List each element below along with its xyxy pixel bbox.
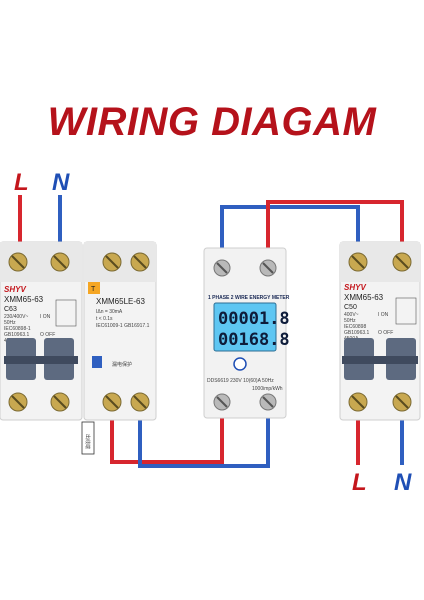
energy-meter: 1 PHASE 2 WIRE ENERGY METER 00001.8 0016… xyxy=(203,247,290,419)
left-breaker-off: O OFF xyxy=(40,332,55,338)
left-breaker-on: I ON xyxy=(40,314,51,320)
right-breaker-spec: IEC60898 xyxy=(344,324,366,330)
meter-specs: DDS6619 230V 10(60)A 50Hz xyxy=(207,378,274,384)
left-breaker-spec: GB10963.1 xyxy=(4,332,30,338)
meter-header: 1 PHASE 2 WIRE ENERGY METER xyxy=(208,295,290,301)
left-breaker: SHYV XMM65-63 C63 230/400V~ 50Hz IEC6089… xyxy=(0,241,83,421)
rcd-to-meter-line-wire xyxy=(110,400,224,464)
meter-lcd xyxy=(213,302,277,352)
diagram-title: WIRING DIAGAM xyxy=(47,100,377,144)
right-breaker-brand: SHYV xyxy=(344,283,366,292)
rcd-note: 漏电保护 xyxy=(112,361,132,368)
left-breaker-spec: 230/400V~ xyxy=(4,314,28,320)
rcd-spec: t < 0.1s xyxy=(96,316,113,322)
right-breaker-spec: 400V~ xyxy=(344,312,359,318)
output-side-tag-text: 出线端 xyxy=(84,434,91,449)
left-breaker-spec: IEC60898-1 xyxy=(4,326,31,332)
output-side-tag: 出线端 xyxy=(81,421,95,455)
right-breaker-spec: 50Hz xyxy=(344,318,356,324)
meter-reading-1: 00001.8 xyxy=(218,309,290,329)
meter-rate: 1000imp/kWh xyxy=(252,386,283,392)
right-breaker-model: XMM65-63 xyxy=(344,293,384,302)
rcd-test-label: T xyxy=(91,286,96,293)
rcd-indicator xyxy=(92,356,102,368)
right-breaker-on: I ON xyxy=(378,312,389,318)
right-breaker-rating: C50 xyxy=(344,304,357,311)
meter-reading-2: 00168.8 xyxy=(218,330,290,350)
right-breaker-spec: GB10963.1 xyxy=(344,330,370,336)
right-breaker-off: O OFF xyxy=(378,330,393,336)
rcd-test-button[interactable] xyxy=(88,282,100,294)
rcd-spec: IΔn = 30mA xyxy=(96,309,123,315)
meter-button[interactable] xyxy=(233,357,247,371)
right-breaker: SHYV XMM65-63 C50 400V~ 50Hz IEC60898 GB… xyxy=(339,241,421,421)
meter-to-breaker-neutral-wire xyxy=(266,200,404,260)
rcd-model: XMM65LE-63 xyxy=(96,297,145,306)
left-breaker-brand: SHYV xyxy=(4,285,26,294)
rcd-to-meter-neutral-wire xyxy=(138,400,270,468)
left-breaker-rating: C63 xyxy=(4,306,17,313)
input-line-label: L xyxy=(14,169,29,196)
rcd-spec: IEC61009-1 GB16917.1 xyxy=(96,323,150,329)
input-neutral-label: N xyxy=(52,169,70,196)
output-line-label: L xyxy=(352,469,367,496)
rcd-module: T XMM65LE-63 IΔn = 30mA t < 0.1s IEC6100… xyxy=(83,241,157,421)
left-breaker-spec: 50Hz xyxy=(4,320,16,326)
output-neutral-label: N xyxy=(394,469,412,496)
left-breaker-model: XMM65-63 xyxy=(4,295,44,304)
meter-to-breaker-line-wire xyxy=(220,205,360,260)
